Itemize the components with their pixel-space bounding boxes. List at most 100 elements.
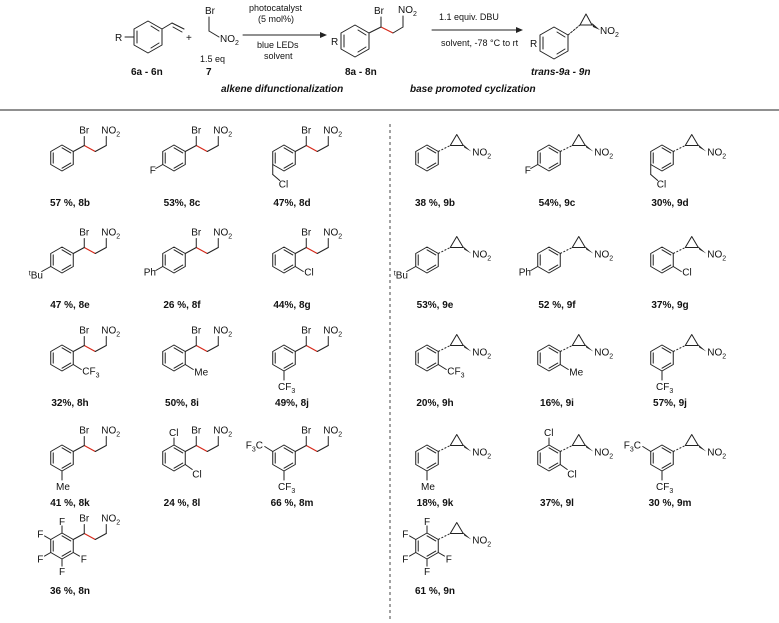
no2-atom-label: NO2	[707, 148, 726, 161]
ortho-cf3-label: CF3	[82, 367, 99, 380]
yield-label-8n: 36 %, 8n	[50, 586, 90, 597]
dichloro-bottom-label: Cl	[567, 470, 576, 481]
yield-label-9m: 30 %, 9m	[649, 498, 692, 509]
dichloro-top-label: Cl	[544, 428, 553, 439]
bis-cf3-top-label: F3C	[246, 441, 263, 454]
no2-atom-label: NO2	[213, 426, 232, 439]
para-cl-label: Cl	[657, 180, 666, 191]
styrene-structure: R 6a - 6n	[115, 20, 185, 78]
dichloro-top-label: Cl	[169, 428, 178, 439]
meta-cf3-label: CF3	[656, 382, 673, 395]
no2-atom-label: NO2	[213, 126, 232, 139]
label-9: trans-9a - 9n	[531, 67, 590, 78]
perfluoro-f-label-2: F	[59, 567, 65, 578]
br-atom-label: Br	[301, 426, 312, 437]
br-atom-label: Br	[79, 126, 90, 137]
yield-label-9d: 30%, 9d	[651, 198, 688, 209]
br-atom-label: Br	[79, 326, 90, 337]
bis-cf3-top-label: F3C	[624, 441, 641, 454]
yield-label-9j: 57%, 9j	[653, 398, 687, 409]
br-atom-label: Br	[191, 426, 202, 437]
yield-label-8c: 53%, 8c	[164, 198, 201, 209]
para-ph-label: Ph	[519, 268, 531, 279]
br-atom-label: Br	[301, 126, 312, 137]
perfluoro-f-label-0: F	[59, 517, 65, 528]
bis-cf3-bottom-label: CF3	[656, 482, 673, 495]
no2-atom-label: NO2	[472, 348, 491, 361]
para-f-label: F	[525, 166, 531, 177]
para-cl-label: Cl	[279, 180, 288, 191]
arrow1-bot1: blue LEDs	[257, 40, 299, 50]
label-7: 7	[206, 67, 212, 78]
yield-label-8i: 50%, 8i	[165, 398, 199, 409]
no2-atom-label: NO2	[472, 250, 491, 263]
arrow1-top2: (5 mol%)	[258, 14, 294, 24]
dichloro-bottom-label: Cl	[192, 470, 201, 481]
top-scheme: R 6a - 6n + Br NO2 1.5 eq 7 photocatalys…	[115, 3, 619, 95]
cp-no2: NO2	[600, 26, 619, 39]
no2-atom-label: NO2	[594, 348, 613, 361]
reagent-no2: NO2	[220, 34, 239, 47]
no2-atom-label: NO2	[101, 228, 120, 241]
no2-atom-label: NO2	[707, 250, 726, 263]
no2-atom-label: NO2	[707, 448, 726, 461]
yield-label-9f: 52 %, 9f	[538, 300, 576, 311]
arrow1-bot2: solvent	[264, 51, 293, 61]
yield-label-9n: 61 %, 9n	[415, 586, 455, 597]
compound-9e: NO2 tBu 53%, 9e	[394, 236, 491, 311]
ortho-me-label: Me	[569, 368, 583, 379]
cp-r: R	[530, 39, 537, 50]
br-atom-label: Br	[301, 228, 312, 239]
label-6: 6a - 6n	[131, 67, 163, 78]
bis-cf3-bottom-label: CF3	[278, 482, 295, 495]
yield-label-8j: 49%, 8j	[275, 398, 309, 409]
r-group-label: R	[115, 33, 122, 44]
product-no2: NO2	[398, 5, 417, 18]
no2-atom-label: NO2	[101, 126, 120, 139]
caption-cyclization: base promoted cyclization	[410, 84, 536, 95]
yield-label-8l: 24 %, 8l	[164, 498, 201, 509]
yield-label-9c: 54%, 9c	[539, 198, 576, 209]
no2-atom-label: NO2	[472, 536, 491, 549]
yield-label-8d: 47%, 8d	[273, 198, 310, 209]
yield-label-9e: 53%, 9e	[417, 300, 454, 311]
no2-atom-label: NO2	[472, 148, 491, 161]
compound-8b: Br NO2 57 %, 8b	[50, 126, 120, 210]
no2-atom-label: NO2	[213, 326, 232, 339]
meta-cf3-label: CF3	[278, 382, 295, 395]
yield-label-9k: 18%, 9k	[417, 498, 454, 509]
yield-label-8f: 26 %, 8f	[163, 300, 201, 311]
no2-atom-label: NO2	[594, 448, 613, 461]
yield-label-8b: 57 %, 8b	[50, 198, 90, 209]
cyclopropane-product-structure: R NO2 trans-9a - 9n	[530, 13, 619, 78]
br-atom-label: Br	[191, 126, 202, 137]
yield-label-9l: 37%, 9l	[540, 498, 574, 509]
bromonitromethane-structure: Br NO2 1.5 eq 7	[200, 6, 239, 78]
no2-atom-label: NO2	[213, 228, 232, 241]
no2-atom-label: NO2	[594, 250, 613, 263]
perfluoro-f-label-4: F	[402, 529, 408, 540]
para-tbu-label: tBu	[394, 271, 408, 282]
br-atom-label: Br	[79, 514, 90, 525]
perfluoro-f-label-1: F	[446, 555, 452, 566]
no2-atom-label: NO2	[323, 228, 342, 241]
